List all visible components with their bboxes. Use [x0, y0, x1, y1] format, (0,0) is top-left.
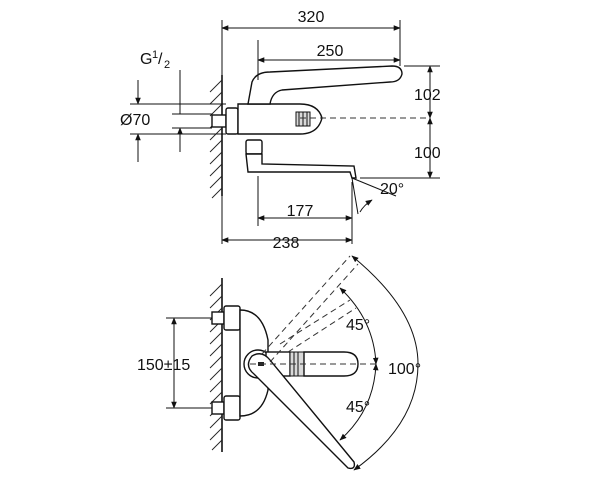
dim-overall-width-label: 320	[298, 9, 325, 26]
dim-angle-upper-label: 45°	[346, 317, 370, 334]
dim-lever-width-label: 250	[317, 43, 344, 60]
faucet-body-top	[239, 255, 359, 470]
dim-center-distance-label: 150±15	[137, 357, 190, 374]
dimension-heights: 102 100	[360, 65, 441, 179]
dim-upper-height-label: 102	[414, 87, 441, 104]
dimension-lever-width: 250	[257, 40, 401, 80]
dimension-overall-width: 320	[221, 9, 401, 75]
wall-connectors-top	[211, 305, 241, 421]
wall-side	[209, 75, 223, 199]
dim-diameter-label: Ø70	[120, 112, 150, 129]
dim-thread-numerator: 1	[152, 49, 158, 61]
dimension-total-reach: 238	[221, 196, 353, 252]
dim-thread-denominator: 2	[164, 59, 170, 71]
faucet-body-side	[211, 65, 403, 179]
dim-thread-prefix: G	[140, 51, 152, 68]
dim-angle-lower-label: 45°	[346, 399, 370, 416]
dim-angle-total-label: 100°	[388, 361, 421, 378]
wall-top	[209, 278, 223, 452]
dim-spout-angle-label: 20°	[380, 181, 404, 198]
dimension-spout-angle: 20°	[351, 177, 404, 215]
svg-text:/: /	[158, 51, 163, 68]
dim-total-reach-label: 238	[273, 235, 300, 252]
dim-lower-height-label: 100	[414, 145, 441, 162]
dimension-center-distance: 150±15	[137, 317, 212, 409]
dimension-thread: G 1 / 2	[140, 49, 212, 152]
dimension-angles: 45° 45° 100°	[339, 255, 421, 471]
dimension-diameter: Ø70	[120, 80, 226, 162]
top-view: 150±15 45° 45° 100°	[137, 255, 421, 471]
dimension-spout-reach: 177	[257, 176, 353, 244]
side-view: 320 250 102 100 20° 17	[120, 9, 441, 252]
dim-spout-reach-label: 177	[287, 203, 314, 220]
